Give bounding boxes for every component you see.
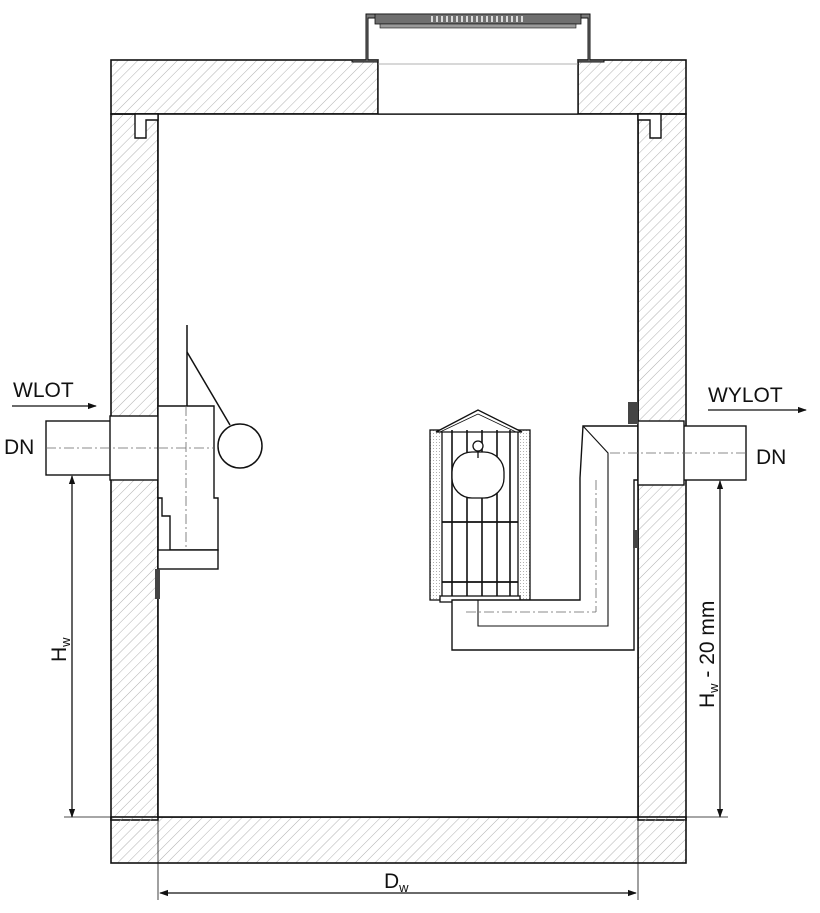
coalescing-filter bbox=[429, 409, 531, 603]
grating-icon bbox=[431, 16, 523, 22]
top-slab-right bbox=[577, 59, 687, 115]
top-slab-left bbox=[110, 59, 379, 115]
ring-joints bbox=[134, 113, 662, 139]
floor-slab bbox=[110, 816, 687, 864]
outlet-pipe bbox=[451, 402, 747, 651]
inlet-label: WLOT bbox=[13, 379, 74, 402]
manhole-cover bbox=[351, 13, 605, 115]
dimension-lines bbox=[12, 402, 807, 900]
height-label: Hw bbox=[48, 637, 73, 662]
float-valve bbox=[186, 325, 263, 469]
height-outlet-label: Hw - 20 mm bbox=[696, 601, 721, 708]
dn-inlet-label: DN bbox=[4, 436, 34, 459]
outlet-label: WYLOT bbox=[708, 384, 783, 407]
diameter-label: Dw bbox=[384, 870, 409, 895]
inlet-pipe bbox=[45, 405, 219, 599]
dn-outlet-label: DN bbox=[756, 446, 786, 469]
